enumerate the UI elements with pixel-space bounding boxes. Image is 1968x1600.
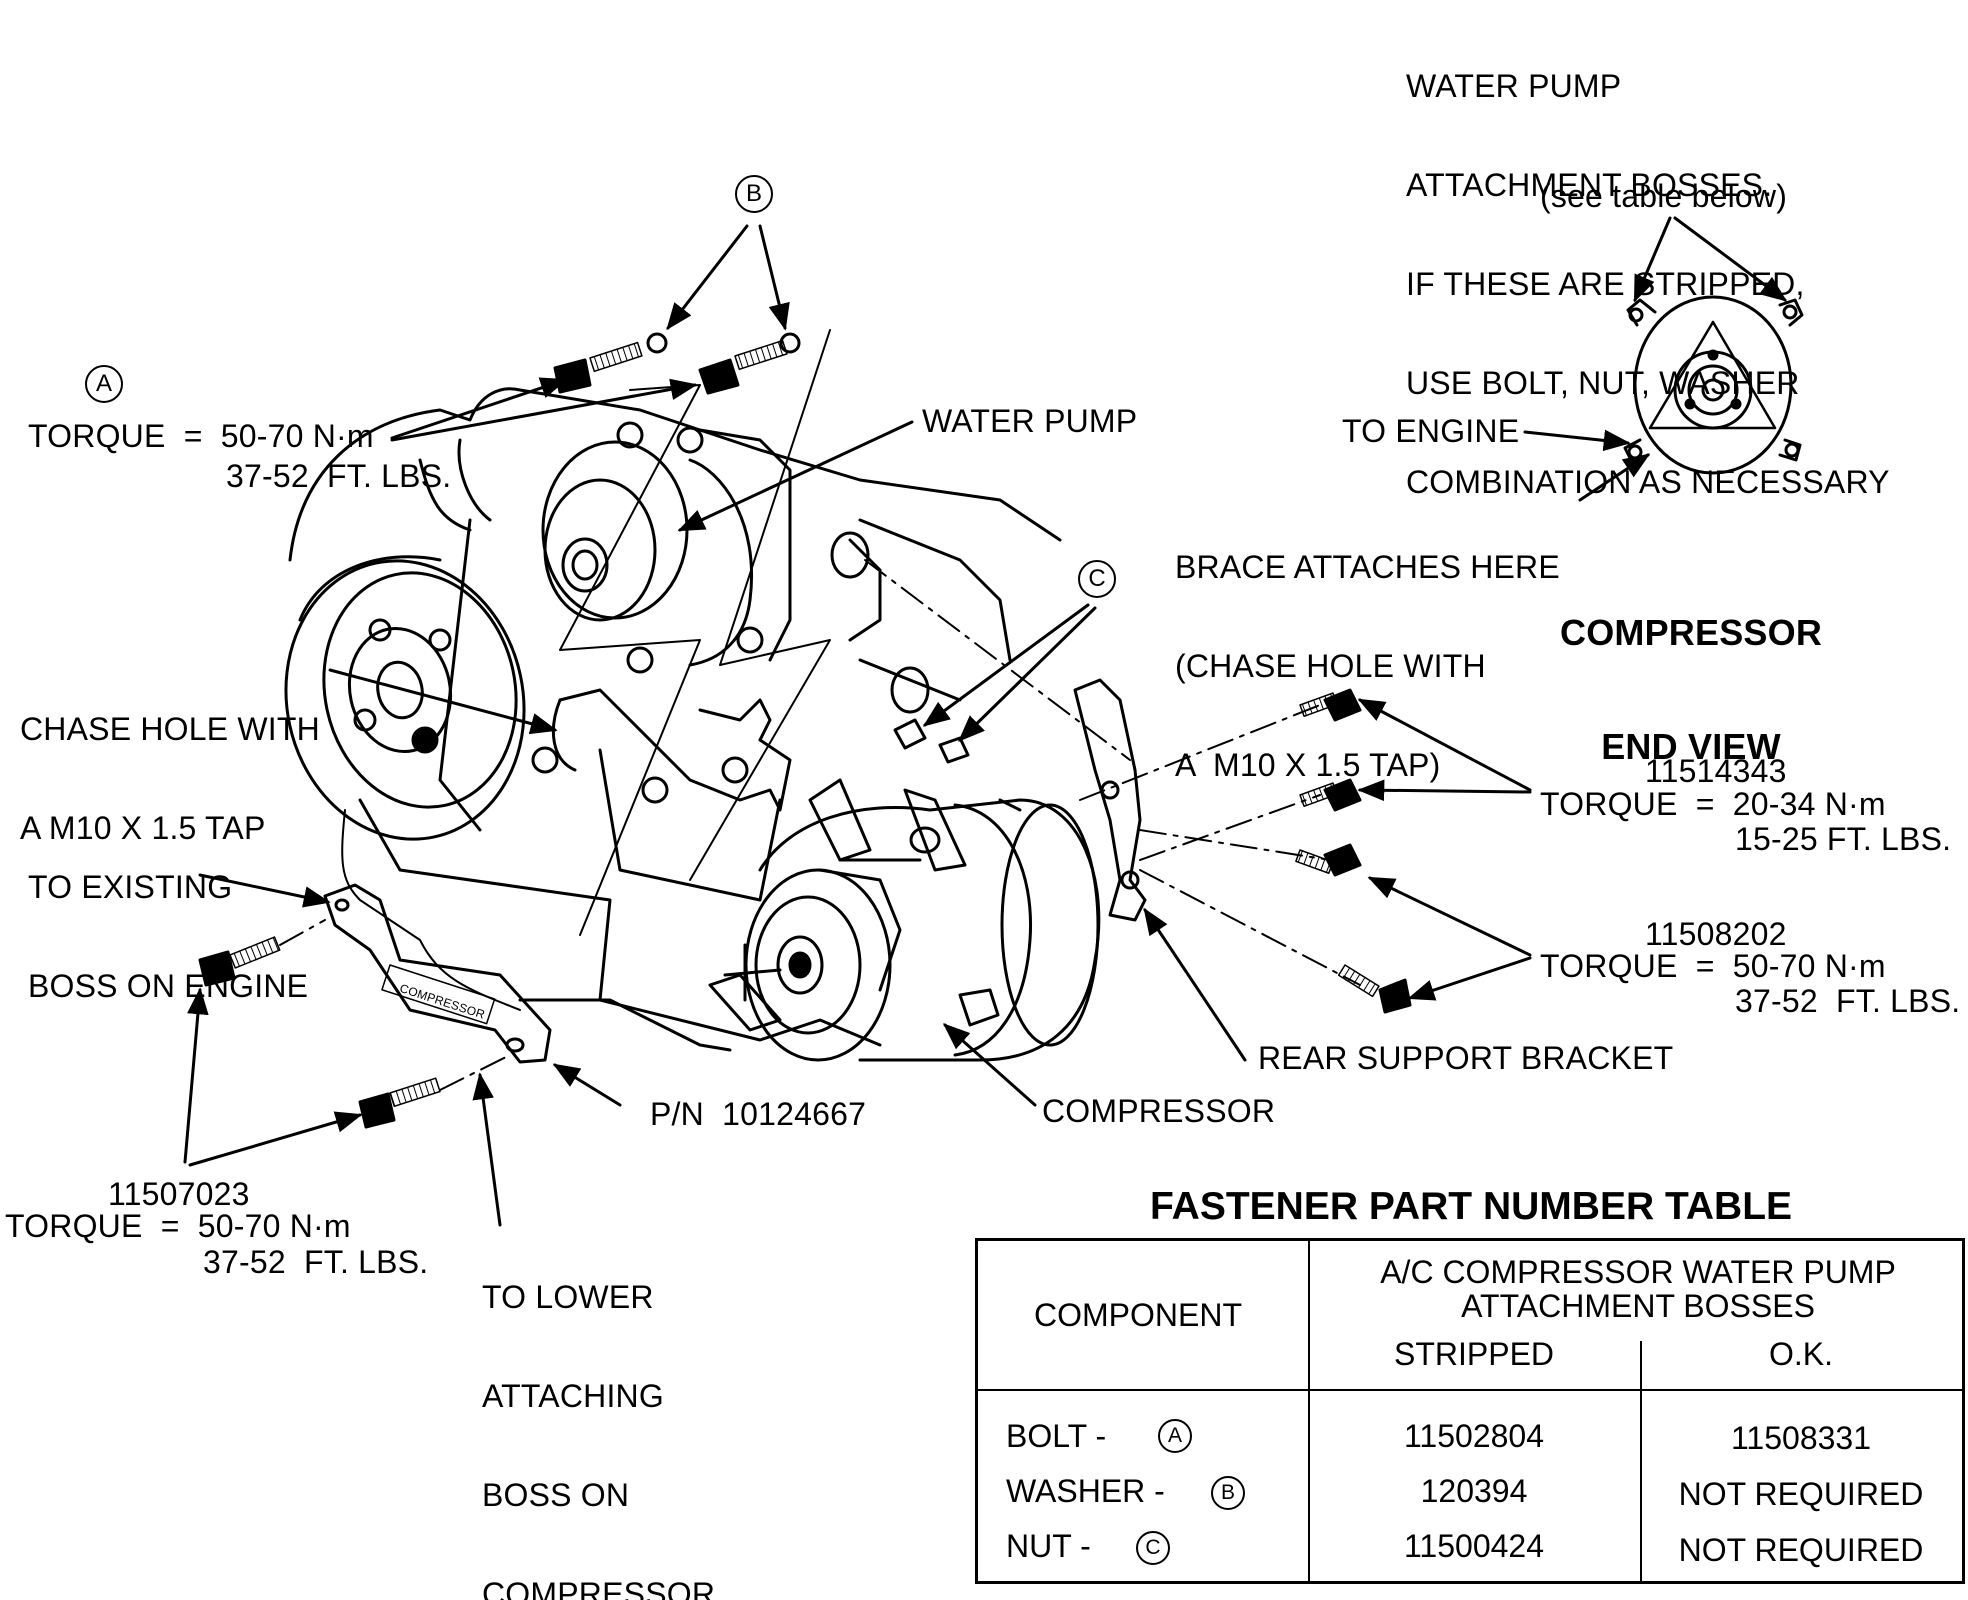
bolt-11514343-upper <box>1299 688 1362 722</box>
water-pump-bosses-note: WATER PUMP ATTACHMENT BOSSES. IF THESE A… <box>1406 4 1890 565</box>
end-view-line: END VIEW <box>1601 726 1781 767</box>
lower-boss-line: COMPRESSOR <box>482 1576 716 1600</box>
brace-line: A M10 X 1.5 TAP) <box>1175 747 1441 783</box>
header-group-line1: A/C COMPRESSOR WATER PUMP <box>1380 1254 1896 1290</box>
part-11514343-torque: TORQUE = 20-34 N·m <box>1540 786 1886 822</box>
brace-line: (CHASE HOLE WITH <box>1175 648 1486 684</box>
compressor-body <box>708 778 1101 1062</box>
compressor-brace-bar <box>323 883 552 1064</box>
row-stripped: 11500424 <box>1404 1528 1544 1564</box>
fastener-table-title: FASTENER PART NUMBER TABLE <box>1150 1185 1793 1228</box>
bolt-a-top-left <box>553 341 643 394</box>
table-divider <box>1308 1241 1310 1581</box>
fastener-table: COMPONENT A/C COMPRESSOR WATER PUMP ATTA… <box>975 1238 1965 1584</box>
lower-boss-line: TO LOWER <box>482 1279 654 1315</box>
crank-pulley <box>284 555 526 841</box>
note-line: ATTACHMENT BOSSES. <box>1406 167 1773 203</box>
chase-hole-label: CHASE HOLE WITH A M10 X 1.5 TAP <box>20 647 320 911</box>
water-pump-label: WATER PUMP <box>922 403 1138 439</box>
table-divider <box>978 1389 1962 1391</box>
part-11507023-ftlbs: 37-52 FT. LBS. <box>203 1244 429 1280</box>
brace-attaches-label: BRACE ATTACHES HERE (CHASE HOLE WITH A M… <box>1175 485 1560 848</box>
nut-c-left <box>893 718 927 750</box>
row-ok: NOT REQUIRED <box>1678 1476 1924 1512</box>
bolt-11507023-lower <box>358 1077 441 1129</box>
washer-b-left <box>646 332 668 354</box>
chase-line: A M10 X 1.5 TAP <box>20 810 266 846</box>
row-ok: NOT REQUIRED <box>1678 1532 1924 1568</box>
alignment-lines <box>279 559 1361 1091</box>
note-line: IF THESE ARE STRIPPED, <box>1406 266 1805 302</box>
part-11507023-number: 11507023 <box>108 1176 250 1212</box>
part-11514343-ftlbs: 15-25 FT. LBS. <box>1735 821 1952 857</box>
header-group-line2: ATTACHMENT BOSSES <box>1461 1288 1815 1324</box>
row-stripped: 120394 <box>1420 1473 1528 1509</box>
engine-oilpan-outline <box>518 998 732 1052</box>
existing-boss-line: TO EXISTING <box>28 869 233 905</box>
compressor-end-view-title: COMPRESSOR END VIEW <box>1560 538 1822 842</box>
row-component: WASHER - <box>1006 1473 1165 1509</box>
row-callout: B <box>1211 1476 1245 1510</box>
bolt-11508202-lower <box>1337 964 1412 1014</box>
to-existing-boss-label: TO EXISTING BOSS ON ENGINE <box>28 805 308 1069</box>
lower-boss-line: ATTACHING <box>482 1378 664 1414</box>
compressor-label: COMPRESSOR <box>1042 1093 1276 1129</box>
torque-a-line1: TORQUE = 50-70 N·m <box>28 418 374 454</box>
callout-c: C <box>1078 560 1116 598</box>
leader-arrows <box>183 216 1788 1227</box>
part-11507023-torque: TORQUE = 50-70 N·m <box>5 1208 351 1244</box>
bolt-a-top-right <box>698 339 788 395</box>
header-ok: O.K. <box>1768 1336 1833 1372</box>
row-stripped: 11502804 <box>1404 1418 1544 1454</box>
row-callout: A <box>1158 1419 1192 1453</box>
pn-label: P/N 10124667 <box>650 1096 867 1132</box>
note-line: WATER PUMP <box>1406 68 1622 104</box>
rear-support-bracket <box>1073 678 1147 922</box>
washer-b-right <box>779 332 801 354</box>
bolt-11508202-upper <box>1295 843 1362 877</box>
to-lower-boss-label: TO LOWER ATTACHING BOSS ON COMPRESSOR <box>482 1215 715 1600</box>
end-view-line: COMPRESSOR <box>1560 612 1823 653</box>
callout-b: B <box>735 175 773 213</box>
front-mount-bracket <box>531 688 792 902</box>
part-11514343-number: 11514343 <box>1645 753 1787 789</box>
water-pump-body <box>541 421 1012 714</box>
bolt-11507023-upper <box>198 936 281 987</box>
row-callout: C <box>1136 1531 1170 1565</box>
row-component: BOLT - <box>1006 1418 1107 1454</box>
chase-line: CHASE HOLE WITH <box>20 711 320 747</box>
part-11508202-torque: TORQUE = 50-70 N·m <box>1540 948 1886 984</box>
see-table-note: (see table below) <box>1540 178 1788 214</box>
highlight-zigzag-upper <box>559 384 701 936</box>
note-line: USE BOLT, NUT, WASHER <box>1406 365 1800 401</box>
engine-block-outline <box>288 387 1062 562</box>
row-component: NUT - <box>1006 1528 1091 1564</box>
rear-support-bracket-label: REAR SUPPORT BRACKET <box>1258 1040 1674 1076</box>
row-ok: 11508331 <box>1731 1420 1871 1456</box>
nut-c-right <box>938 736 970 764</box>
lower-boss-line: BOSS ON <box>482 1477 630 1513</box>
to-engine-label: TO ENGINE <box>1342 413 1520 449</box>
header-stripped: STRIPPED <box>1393 1336 1555 1372</box>
part-11508202-ftlbs: 37-52 FT. LBS. <box>1735 983 1961 1019</box>
existing-boss-line: BOSS ON ENGINE <box>28 968 309 1004</box>
note-line: COMBINATION AS NECESSARY <box>1406 464 1890 500</box>
header-component: COMPONENT <box>1034 1297 1242 1333</box>
highlight-zigzag-right <box>689 329 831 881</box>
part-11508202-number: 11508202 <box>1645 916 1787 952</box>
table-divider <box>1640 1341 1642 1581</box>
callout-a: A <box>85 365 123 403</box>
brace-line: BRACE ATTACHES HERE <box>1175 549 1560 585</box>
torque-a-line2: 37-52 FT. LBS. <box>226 458 452 494</box>
